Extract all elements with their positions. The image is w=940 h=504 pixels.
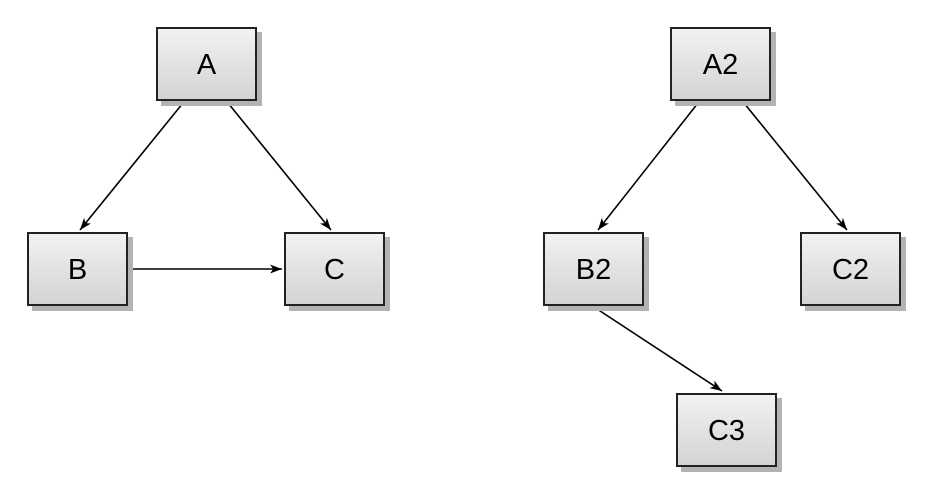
edge-A-to-C[interactable] bbox=[227, 102, 332, 231]
node-C2-label: C2 bbox=[831, 253, 870, 286]
node-A2-label: A2 bbox=[702, 48, 739, 81]
node-B[interactable]: B bbox=[27, 232, 128, 306]
node-A2[interactable]: A2 bbox=[670, 27, 771, 101]
edge-B2-to-C3[interactable] bbox=[593, 306, 723, 392]
node-C2[interactable]: C2 bbox=[800, 232, 901, 306]
node-A[interactable]: A bbox=[156, 27, 257, 101]
node-A-label: A bbox=[196, 48, 217, 81]
node-C-label: C bbox=[324, 253, 345, 286]
node-C3-label: C3 bbox=[707, 414, 746, 447]
edge-A-to-B[interactable] bbox=[79, 102, 184, 231]
node-B2[interactable]: B2 bbox=[543, 232, 644, 306]
node-C[interactable]: C bbox=[284, 232, 385, 306]
node-B2-label: B2 bbox=[575, 253, 612, 286]
node-C3[interactable]: C3 bbox=[676, 393, 777, 467]
node-B-label: B bbox=[67, 253, 88, 286]
edge-A2-to-B2[interactable] bbox=[597, 102, 699, 231]
edge-A2-to-C2[interactable] bbox=[743, 102, 848, 231]
